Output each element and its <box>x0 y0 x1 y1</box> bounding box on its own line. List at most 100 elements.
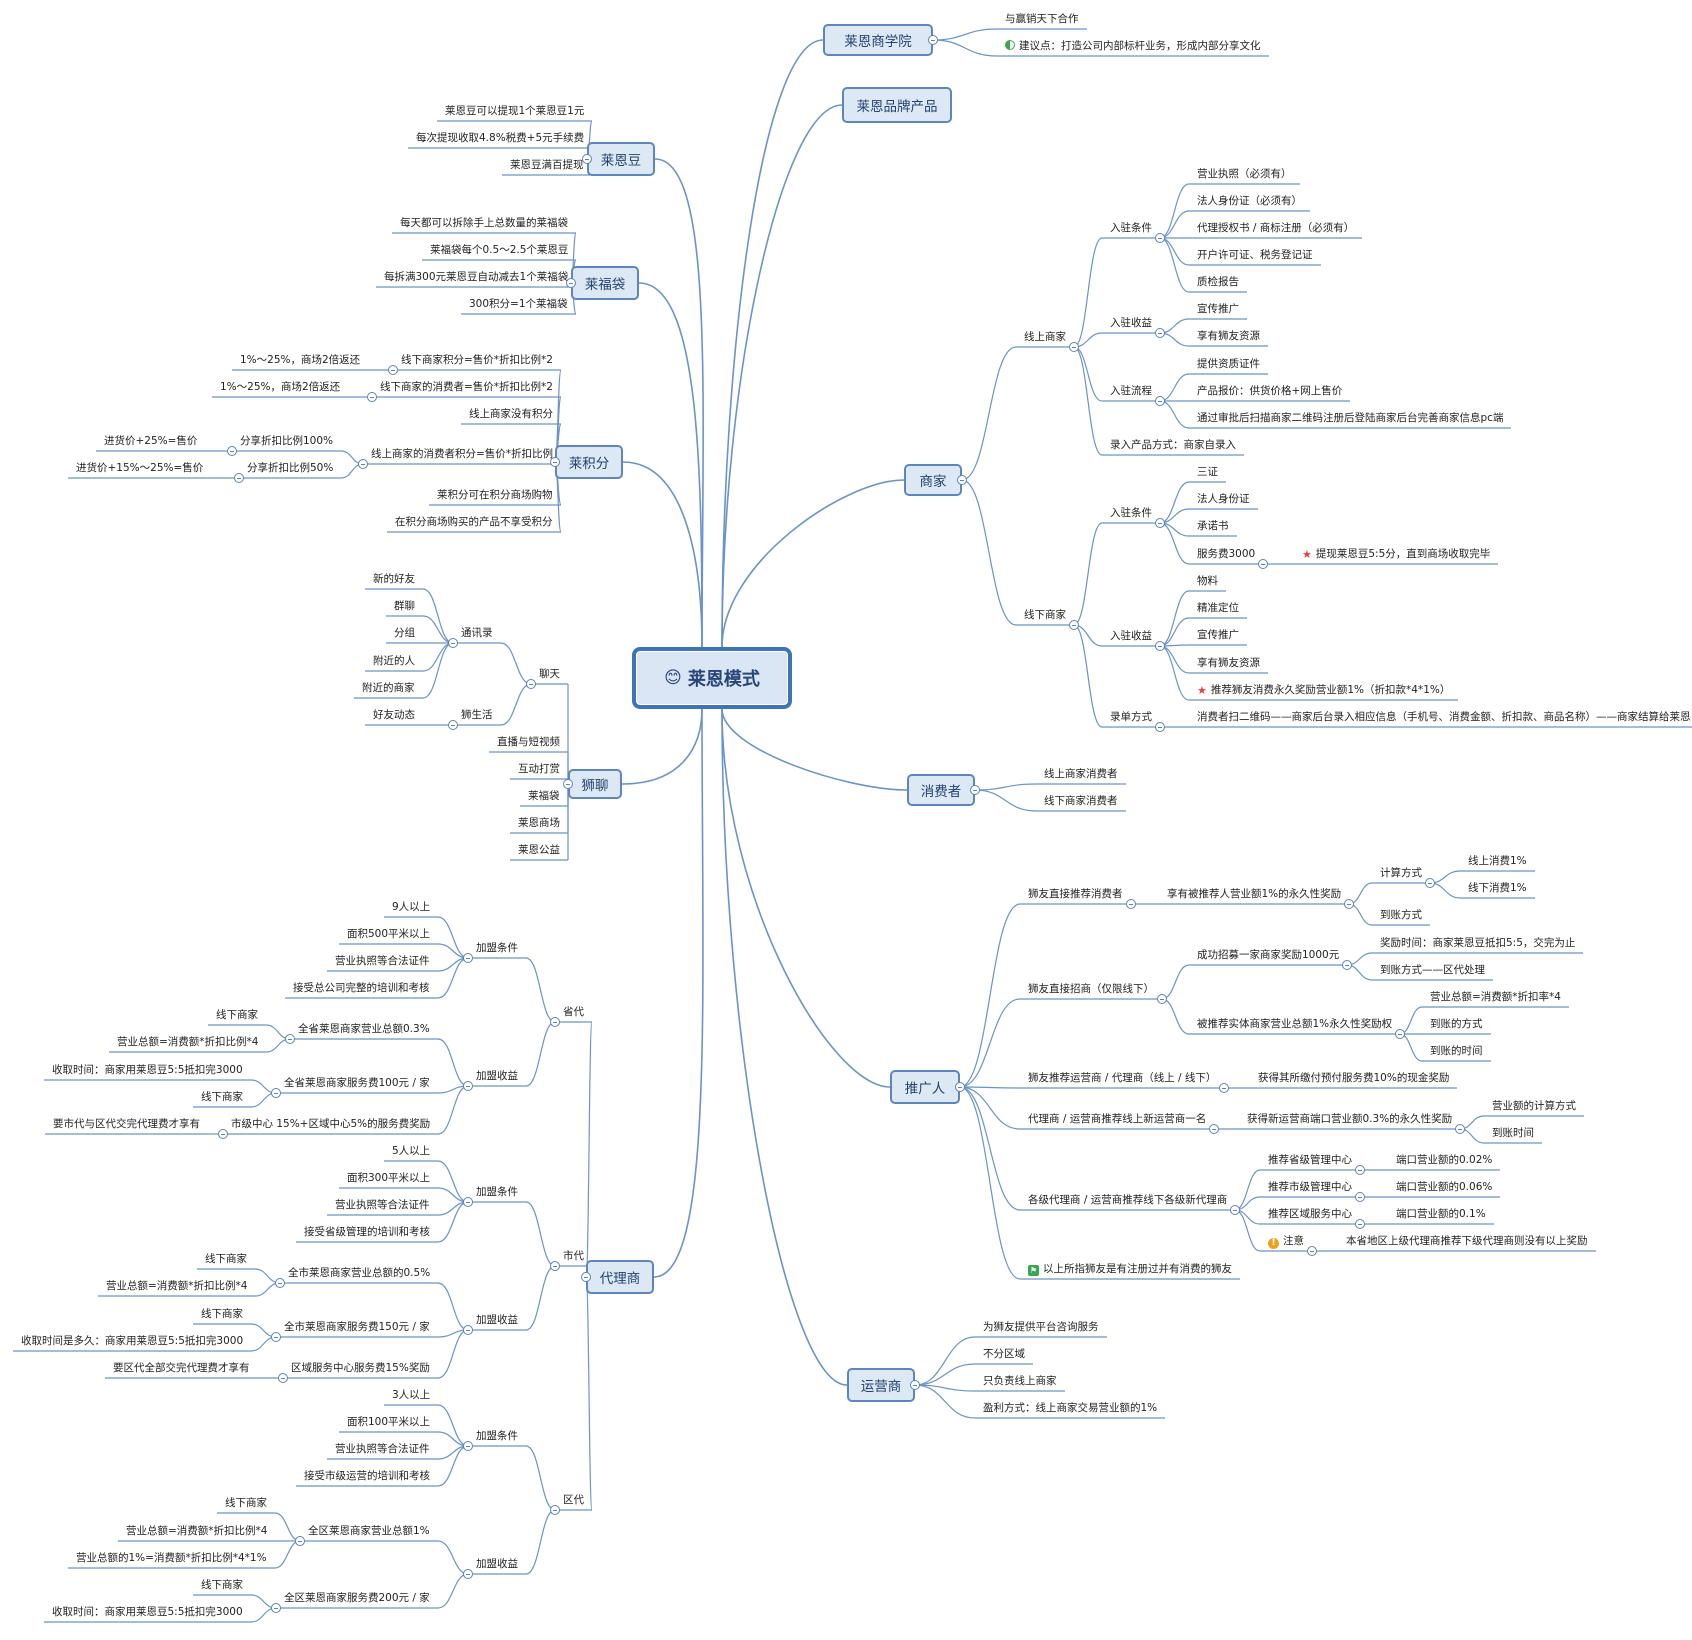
node-tg5[interactable]: 各级代理商 / 运营商推荐线下各级新代理商 <box>1028 1194 1227 1207</box>
node-xy2[interactable]: 建议点：打造公司内部标杆业务，形成内部分享文化 <box>1005 40 1261 53</box>
collapse-toggle-icon[interactable] <box>448 720 458 730</box>
node-sh-r2a[interactable]: 线下商家 <box>201 1308 243 1321</box>
node-tg5d[interactable]: !注意 <box>1268 1235 1304 1249</box>
node-sd[interactable]: 省代 <box>563 1006 584 1019</box>
collapse-toggle-icon[interactable] <box>367 392 377 402</box>
collapse-toggle-icon[interactable] <box>1155 518 1165 528</box>
node-sl1a[interactable]: 通讯录 <box>461 627 493 640</box>
node-yy2[interactable]: 不分区域 <box>983 1348 1025 1361</box>
collapse-toggle-icon[interactable] <box>227 446 237 456</box>
node-qd-r2[interactable]: 全区莱恩商家服务费200元 / 家 <box>284 1592 430 1605</box>
collapse-toggle-icon[interactable] <box>463 1325 473 1335</box>
node-on-c2[interactable]: 法人身份证（必须有） <box>1197 195 1302 208</box>
node-tg[interactable]: 推广人 <box>890 1070 960 1104</box>
node-tg3[interactable]: 狮友推荐运营商 / 代理商（线上 / 线下） <box>1028 1072 1216 1085</box>
node-on-c1[interactable]: 营业执照（必须有） <box>1197 168 1292 181</box>
node-tg4a1[interactable]: 营业额的计算方式 <box>1492 1100 1576 1113</box>
collapse-toggle-icon[interactable] <box>234 473 244 483</box>
node-on-r1[interactable]: 宣传推广 <box>1197 303 1239 316</box>
node-jf4b[interactable]: 分享折扣比例50% <box>247 462 333 475</box>
collapse-toggle-icon[interactable] <box>910 1380 920 1390</box>
node-jf1[interactable]: 线下商家积分=售价*折扣比例*2 <box>401 354 553 367</box>
node-sh-c2[interactable]: 面积300平米以上 <box>347 1172 430 1185</box>
collapse-toggle-icon[interactable] <box>550 1505 560 1515</box>
node-xf[interactable]: 消费者 <box>907 774 975 806</box>
node-sl1[interactable]: 聊天 <box>539 668 560 681</box>
node-tg4a2[interactable]: 到账时间 <box>1492 1127 1534 1140</box>
node-sd-c3[interactable]: 营业执照等合法证件 <box>335 955 430 968</box>
node-sd-r[interactable]: 加盟收益 <box>476 1070 518 1083</box>
collapse-toggle-icon[interactable] <box>463 1081 473 1091</box>
node-on-r2[interactable]: 享有狮友资源 <box>1197 330 1260 343</box>
collapse-toggle-icon[interactable] <box>271 1332 281 1342</box>
node-xf2[interactable]: 线下商家消费者 <box>1044 795 1118 808</box>
node-tg5c[interactable]: 推荐区域服务中心 <box>1268 1208 1352 1221</box>
node-sl6[interactable]: 莱恩公益 <box>518 844 560 857</box>
node-on-c5[interactable]: 质检报告 <box>1197 276 1239 289</box>
node-sl5[interactable]: 莱恩商场 <box>518 817 560 830</box>
node-yy3[interactable]: 只负责线上商家 <box>983 1375 1057 1388</box>
node-sh-r3a[interactable]: 要区代全部交完代理费才享有 <box>113 1362 250 1375</box>
node-tg2b[interactable]: 被推荐实体商家营业总额1%永久性奖励权 <box>1197 1018 1392 1031</box>
node-sl3[interactable]: 互动打赏 <box>518 763 560 776</box>
collapse-toggle-icon[interactable] <box>271 1088 281 1098</box>
node-tg1a1[interactable]: 计算方式 <box>1380 867 1422 880</box>
collapse-toggle-icon[interactable] <box>1230 1205 1240 1215</box>
node-jf4b1[interactable]: 进货价+15%～25%=售价 <box>76 462 203 475</box>
node-tg2b2[interactable]: 到账的方式 <box>1430 1018 1483 1031</box>
node-qd-r1c[interactable]: 营业总额的1%=消费额*折扣比例*4*1% <box>76 1552 267 1565</box>
node-qd-c1[interactable]: 3人以上 <box>392 1389 430 1402</box>
node-sl1a4[interactable]: 附近的人 <box>373 655 415 668</box>
node-sd-c1[interactable]: 9人以上 <box>392 901 430 914</box>
node-sd-r1[interactable]: 全省莱恩商家营业总额0.3% <box>298 1023 430 1036</box>
node-sh-r2[interactable]: 全市莱恩商家服务费150元 / 家 <box>284 1321 430 1334</box>
collapse-toggle-icon[interactable] <box>1425 878 1435 888</box>
node-sd-r3[interactable]: 市级中心 15%+区域中心5%的服务费奖励 <box>231 1118 430 1131</box>
node-sl1a2[interactable]: 群聊 <box>394 600 415 613</box>
node-off-c1[interactable]: 三证 <box>1197 466 1218 479</box>
node-on-c3[interactable]: 代理授权书 / 商标注册（必须有） <box>1197 222 1354 235</box>
node-tg2b1[interactable]: 营业总额=消费额*折扣率*4 <box>1430 991 1561 1004</box>
node-sh-c1[interactable]: 5人以上 <box>392 1145 430 1158</box>
node-tg2b3[interactable]: 到账的时间 <box>1430 1045 1483 1058</box>
node-ld3[interactable]: 莱恩豆满百提现 <box>510 159 584 172</box>
node-ld1[interactable]: 莱恩豆可以提现1个莱恩豆1元 <box>445 105 584 118</box>
node-tg6[interactable]: ⚑以上所指狮友是有注册过并有消费的狮友 <box>1028 1263 1232 1276</box>
node-sh-c[interactable]: 加盟条件 <box>476 1186 518 1199</box>
node-tg4[interactable]: 代理商 / 运营商推荐线上新运营商一名 <box>1028 1113 1206 1126</box>
collapse-toggle-icon[interactable] <box>1355 1219 1365 1229</box>
collapse-toggle-icon[interactable] <box>1344 899 1354 909</box>
collapse-toggle-icon[interactable] <box>955 1082 965 1092</box>
collapse-toggle-icon[interactable] <box>957 475 967 485</box>
collapse-toggle-icon[interactable] <box>1155 328 1165 338</box>
node-off-r1[interactable]: 物料 <box>1197 575 1218 588</box>
collapse-toggle-icon[interactable] <box>1155 396 1165 406</box>
node-on-p[interactable]: 录入产品方式：商家自录入 <box>1110 439 1236 452</box>
node-tg1a2[interactable]: 到账方式 <box>1380 909 1422 922</box>
node-on-c[interactable]: 入驻条件 <box>1110 222 1152 235</box>
collapse-toggle-icon[interactable] <box>358 459 368 469</box>
collapse-toggle-icon[interactable] <box>1307 1246 1317 1256</box>
collapse-toggle-icon[interactable] <box>1155 233 1165 243</box>
node-sj[interactable]: 商家 <box>904 464 962 496</box>
node-lf2[interactable]: 莱福袋每个0.5～2.5个莱恩豆 <box>430 244 568 257</box>
node-sl1a3[interactable]: 分组 <box>394 627 415 640</box>
collapse-toggle-icon[interactable] <box>928 35 938 45</box>
node-tg1a[interactable]: 享有被推荐人营业额1%的永久性奖励 <box>1167 888 1341 901</box>
node-sl1a5[interactable]: 附近的商家 <box>362 682 415 695</box>
node-pp[interactable]: 莱恩品牌产品 <box>842 87 952 123</box>
node-qd[interactable]: 区代 <box>563 1494 584 1507</box>
node-tg5b[interactable]: 推荐市级管理中心 <box>1268 1181 1352 1194</box>
collapse-toggle-icon[interactable] <box>1069 620 1079 630</box>
node-tg5c1[interactable]: 端口营业额的0.1% <box>1396 1208 1486 1221</box>
node-off-r2[interactable]: 精准定位 <box>1197 602 1239 615</box>
node-qd-r1a[interactable]: 线下商家 <box>225 1497 267 1510</box>
node-sh-r1b[interactable]: 营业总额=消费额*折扣比例*4 <box>106 1280 247 1293</box>
node-jf4a[interactable]: 分享折扣比例100% <box>240 435 333 448</box>
node-off-c4a[interactable]: ★提现莱恩豆5:5分，直到商场收取完毕 <box>1302 548 1490 561</box>
node-qd-r1b[interactable]: 营业总额=消费额*折扣比例*4 <box>126 1525 267 1538</box>
node-off-c4[interactable]: 服务费3000 <box>1197 548 1255 561</box>
node-sl[interactable]: 狮聊 <box>568 769 622 799</box>
node-on-f3[interactable]: 通过审批后扫描商家二维码注册后登陆商家后台完善商家信息pc端 <box>1197 412 1503 425</box>
node-lf4[interactable]: 300积分=1个莱福袋 <box>469 298 568 311</box>
